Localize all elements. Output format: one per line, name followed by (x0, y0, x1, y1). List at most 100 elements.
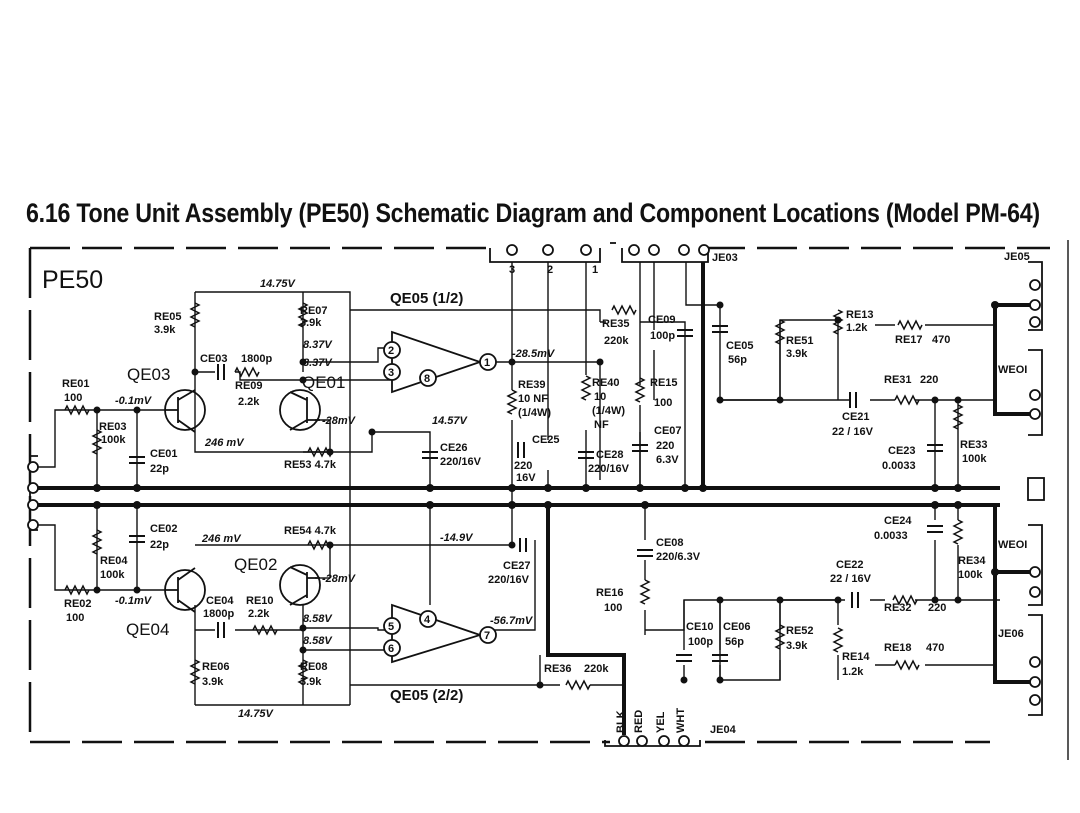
weo1-top-label: WEOI (998, 364, 1027, 376)
qe04-label: QE04 (126, 620, 169, 639)
part-label: CE28 (596, 449, 624, 461)
part-label: CE07 (654, 425, 682, 437)
part-label: RE15 (650, 377, 678, 389)
part-label: RE16 (596, 587, 624, 599)
part-value: 100 (654, 397, 672, 409)
part-label: RE39 (518, 379, 546, 391)
part-value: 100 (66, 612, 84, 624)
part-label: RE02 (64, 598, 92, 610)
part-value: 100k (958, 569, 983, 581)
part-label: CE08 (656, 537, 684, 549)
je05-label: JE05 (1004, 251, 1030, 263)
part-label: RE18 (884, 642, 912, 654)
board-outline (28, 240, 1069, 760)
pin-1: 1 (484, 357, 490, 369)
part-label: RE13 (846, 309, 874, 321)
component-labels-top: RE05 3.9k RE07 3.9k CE03 1800p RE09 2.2k… (62, 305, 988, 484)
voltage-label: -28mV (322, 415, 357, 427)
part-label: RE35 (602, 318, 630, 330)
part-value: 6.3V (656, 454, 679, 466)
part-label: RE07 (300, 305, 328, 317)
opamp-pin-numbers: 2 3 8 1 4 5 6 7 (388, 345, 490, 655)
transistors (164, 389, 321, 613)
part-label: RE03 (99, 421, 127, 433)
weo1-bottom-label: WEOI (998, 539, 1027, 551)
voltage-label: 14.75V (238, 708, 275, 720)
voltage-label: -0.1mV (115, 395, 153, 407)
wire-wht: WHT (675, 708, 687, 733)
je03-pin-1: 1 (592, 264, 598, 276)
connector-weo1-top (1028, 349, 1043, 436)
qe02-label: QE02 (234, 555, 277, 574)
part-value: 220 (920, 374, 938, 386)
qe03-label: QE03 (127, 365, 170, 384)
pin-6: 6 (388, 643, 394, 655)
pin-2: 2 (388, 345, 394, 357)
part-value: 2.2k (248, 608, 270, 620)
je06-label: JE06 (998, 628, 1024, 640)
part-value: 1.2k (842, 666, 864, 678)
part-label: RE33 (960, 439, 988, 451)
part-label: RE01 (62, 378, 90, 390)
part-value: 100k (100, 569, 125, 581)
voltage-label: -56.7mV (490, 615, 534, 627)
part-label: RE09 (235, 380, 263, 392)
connector-je06 (1028, 614, 1043, 716)
voltage-label: -14.9V (440, 532, 474, 544)
part-value: 220k (584, 663, 609, 675)
part-value: 22p (150, 463, 169, 475)
part-value: 1800p (241, 353, 272, 365)
part-label: CE27 (503, 560, 531, 572)
part-label: CE26 (440, 442, 468, 454)
voltage-label: 8.37V (303, 339, 333, 351)
part-value: (1/4W) (518, 407, 551, 419)
part-value: 3.9k (786, 348, 808, 360)
part-value: 100 (604, 602, 622, 614)
part-label: RE36 (544, 663, 572, 675)
voltage-label: -28mV (322, 573, 357, 585)
connector-mid-right (1027, 477, 1045, 501)
part-value: 0.0033 (874, 530, 908, 542)
capacitors (129, 325, 943, 662)
part-label: RE04 (100, 555, 128, 567)
wire-yel: YEL (655, 711, 667, 733)
qe05-half-b-label: QE05 (2/2) (390, 687, 463, 704)
part-value: 16V (516, 472, 536, 484)
voltage-label: 14.75V (260, 278, 297, 290)
part-value: 220 (656, 440, 674, 452)
connector-weo1-bottom (1028, 524, 1043, 606)
part-value: 2.2k (238, 396, 260, 408)
voltage-label: 246 mV (204, 437, 245, 449)
part-value: 470 (926, 642, 944, 654)
part-value: 220 (514, 460, 532, 472)
part-value: 0.0033 (882, 460, 916, 472)
part-label: CE10 (686, 621, 714, 633)
part-label: RE10 (246, 595, 274, 607)
part-value: 3.9k (300, 676, 322, 688)
part-value: 220/6.3V (656, 551, 701, 563)
voltage-label: 246 mV (201, 533, 242, 545)
part-label: RE31 (884, 374, 912, 386)
opamps (383, 330, 497, 664)
part-value: 220 (928, 602, 946, 614)
part-label: RE34 (958, 555, 986, 567)
part-value: 100k (101, 434, 126, 446)
part-label: RE54 4.7k (284, 525, 337, 537)
part-label: CE24 (884, 515, 912, 527)
part-value: 220k (604, 335, 629, 347)
part-label: RE53 4.7k (284, 459, 337, 471)
part-value: 100p (650, 330, 675, 342)
board-label: PE50 (42, 266, 103, 294)
pin-3: 3 (388, 367, 394, 379)
part-label: RE40 (592, 377, 620, 389)
part-value: 22 / 16V (832, 426, 874, 438)
je04-label: JE04 (710, 724, 737, 736)
part-value: 3.9k (202, 676, 224, 688)
part-label: CE21 (842, 411, 870, 423)
connector-je04 (604, 735, 701, 747)
part-value: 56p (728, 354, 747, 366)
part-value: 3.9k (154, 324, 176, 336)
part-label: RE06 (202, 661, 230, 673)
part-value: 22p (150, 539, 169, 551)
